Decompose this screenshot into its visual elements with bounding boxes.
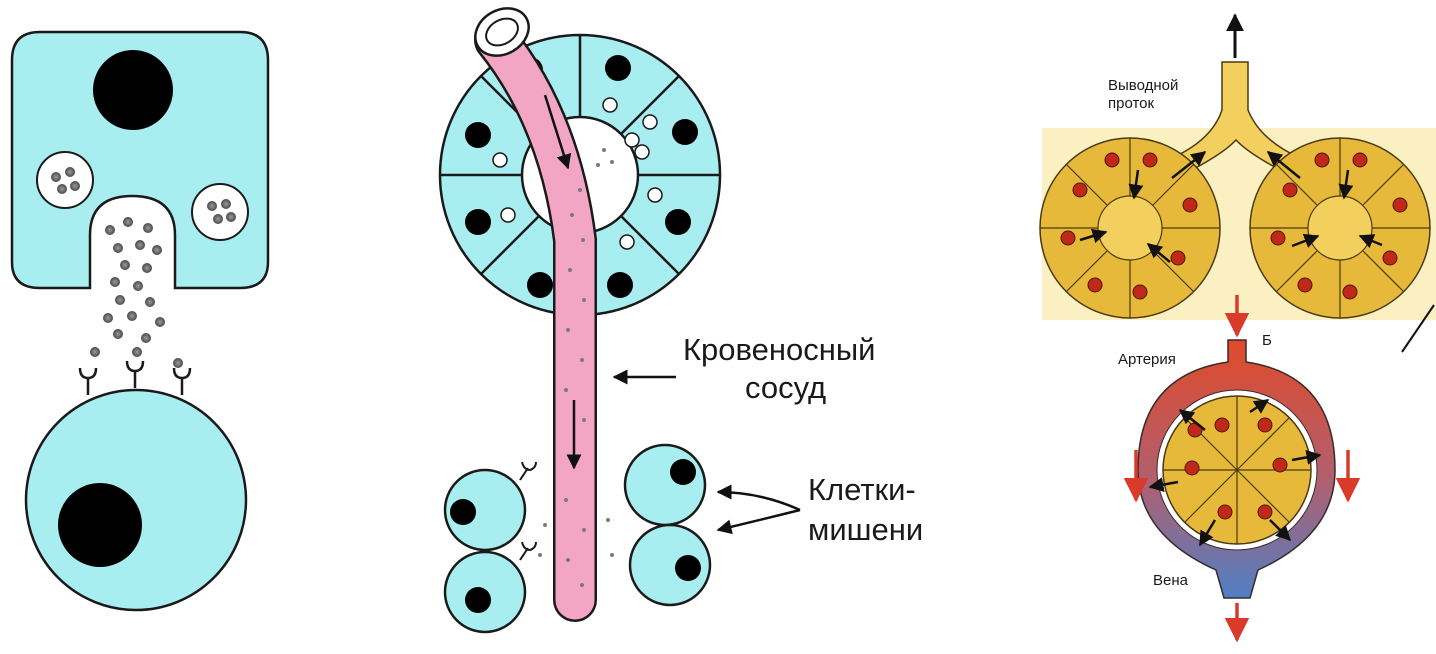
- acinus-right: [1250, 138, 1430, 318]
- acinus-left: [1040, 138, 1220, 318]
- targets-pointer-arrows: [718, 492, 800, 530]
- vessel-label-line2: сосуд: [745, 370, 826, 405]
- target-cell-nucleus: [58, 483, 142, 567]
- targets-label-line2: мишени: [808, 512, 923, 547]
- vein-label: Вена: [1153, 572, 1189, 589]
- panel-left-paracrine: [12, 32, 268, 610]
- panel-center-endocrine: Кровеносный сосуд Клетки- мишени: [440, 0, 923, 632]
- panel-right-glands: Выводной проток Б Артерия Вена: [1040, 15, 1436, 640]
- secretory-vesicle: [192, 184, 248, 240]
- target-cells-left: [445, 462, 536, 632]
- target-cell: [26, 390, 246, 610]
- duct-label-line2: проток: [1108, 95, 1155, 112]
- targets-label-line1: Клетки-: [808, 472, 916, 507]
- artery-label: Артерия: [1118, 351, 1176, 368]
- label-b: Б: [1262, 332, 1272, 349]
- vessel-label-line1: Кровеносный: [683, 332, 875, 367]
- secreting-cell-nucleus: [93, 50, 173, 130]
- secretory-vesicle: [37, 152, 93, 208]
- duct-label-line1: Выводной: [1108, 77, 1178, 94]
- target-cells-right: [625, 445, 710, 605]
